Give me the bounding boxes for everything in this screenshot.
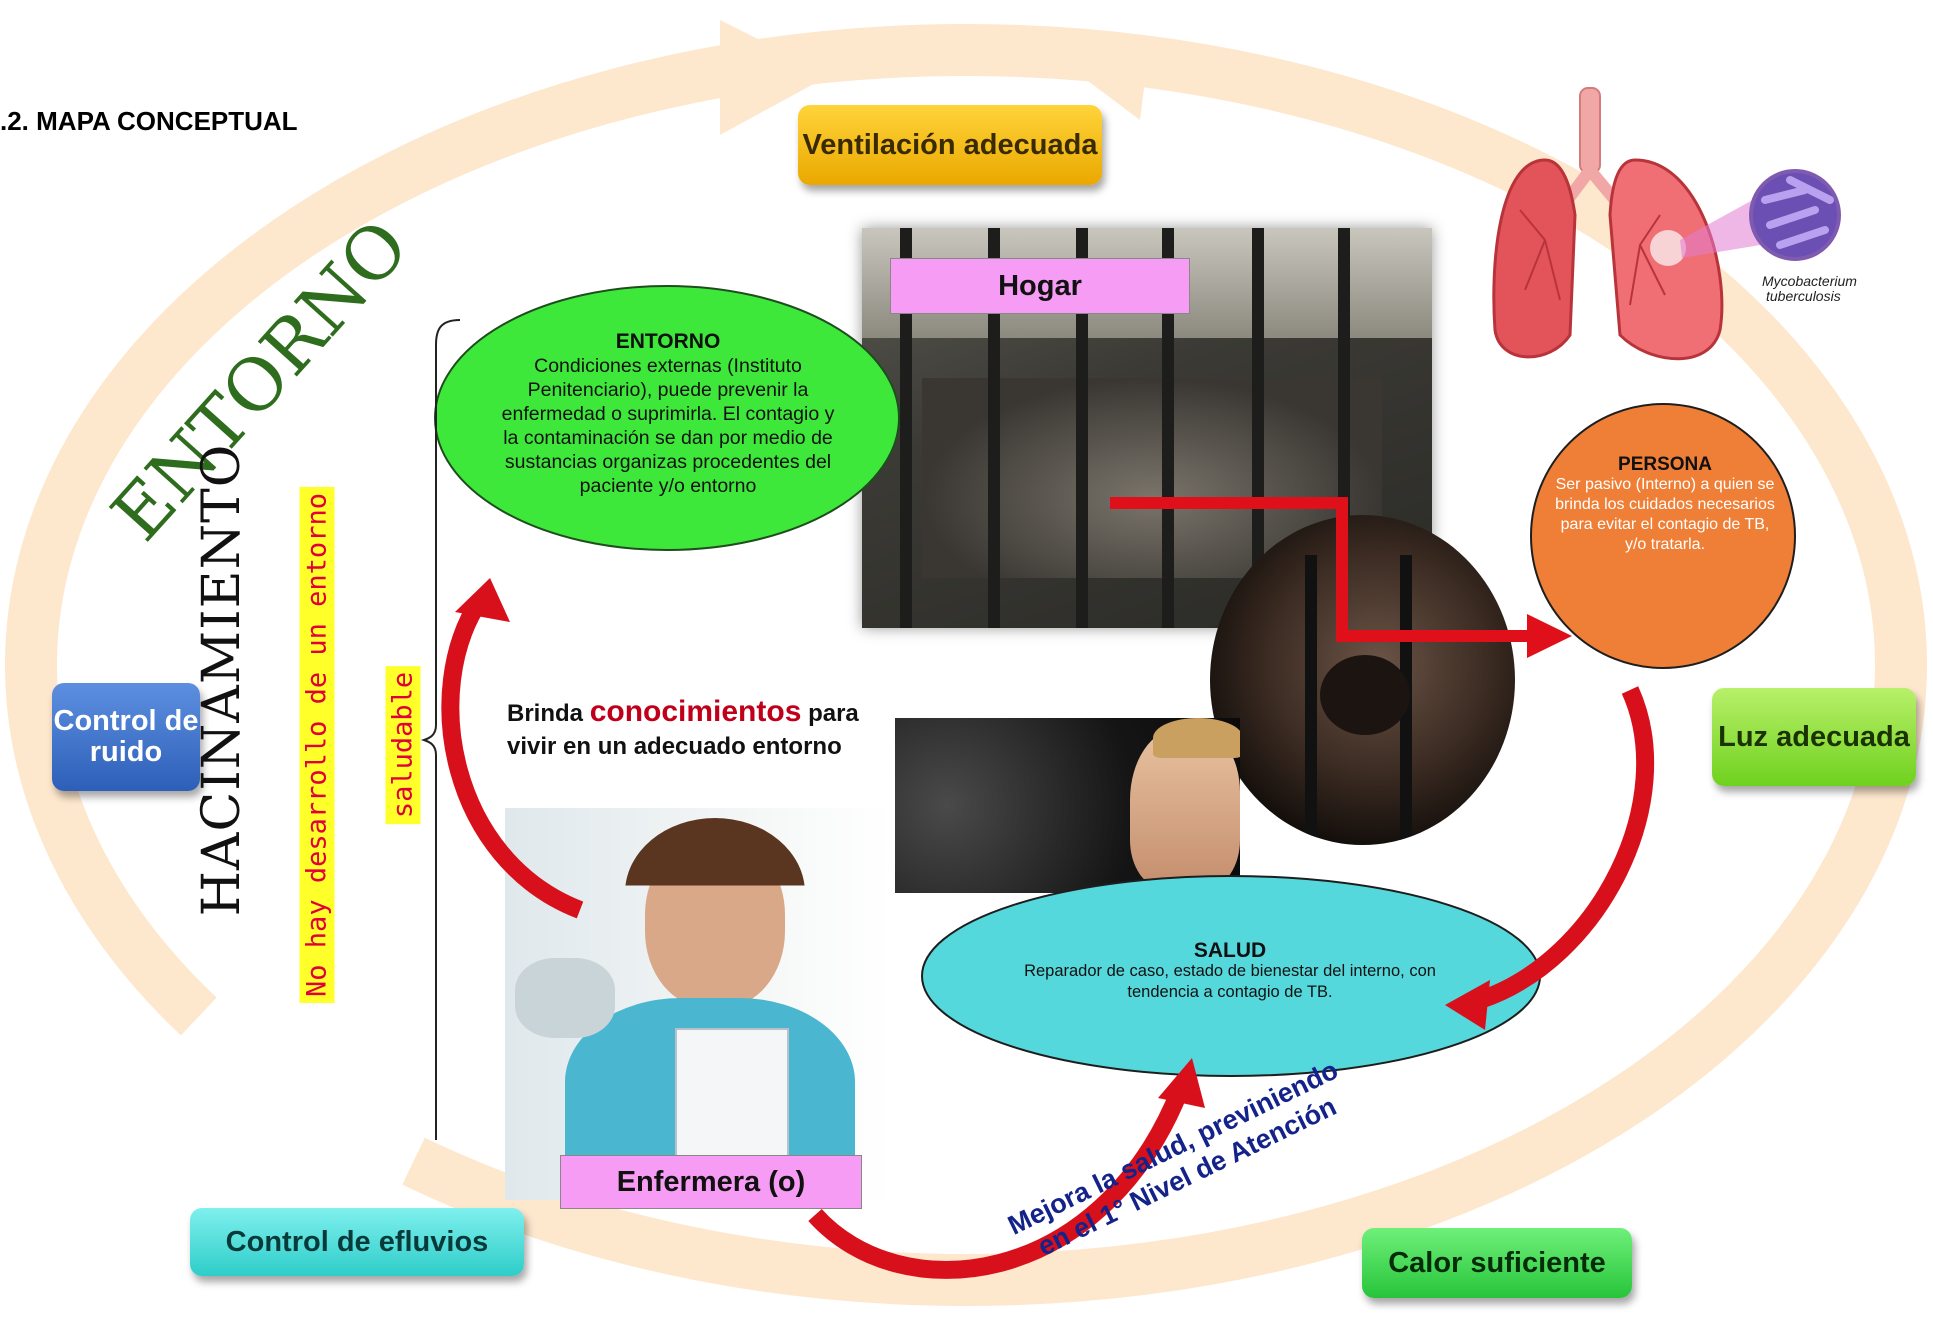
persona-title: PERSONA [1618, 454, 1712, 475]
control-ruido-pill: Control de ruido [52, 683, 200, 791]
luz-pill: Luz adecuada [1712, 688, 1916, 786]
sneeze-photo [895, 718, 1240, 893]
hacinamiento-label: HACINAMIENTO [192, 443, 252, 917]
mycobacterium-line-2: tuberculosis [1766, 288, 1841, 304]
salud-concept: SALUD Reparador de caso, estado de biene… [1020, 940, 1440, 1003]
cycle-arrowhead-top [720, 20, 830, 135]
nurse-photo [505, 808, 893, 1200]
cycle-arrowhead-top-right [1060, 40, 1150, 120]
hogar-label: Hogar [890, 258, 1190, 314]
mycobacterium-caption: Mycobacterium tuberculosis [1762, 274, 1857, 304]
brinda-pre: Brinda [507, 700, 584, 727]
mycobacterium-line-1: Mycobacterium [1762, 273, 1857, 289]
page-heading: .2. MAPA CONCEPTUAL [0, 106, 298, 136]
ventilacion-pill: Ventilación adecuada [798, 105, 1102, 185]
persona-concept: PERSONA Ser pasivo (Interno) a quien se … [1550, 455, 1780, 555]
calor-pill: Calor suficiente [1362, 1228, 1632, 1298]
control-efluvios-pill: Control de efluvios [190, 1208, 524, 1276]
brinda-post: para vivir en un adecuado entorno [507, 700, 859, 760]
entorno-body: Condiciones externas (Instituto Penitenc… [501, 355, 835, 497]
brinda-text: Brinda conocimientos para vivir en un ad… [507, 695, 907, 763]
no-hay-line-2: saludable [385, 665, 421, 825]
no-hay-line-1: No hay desarrollo de un entorno [299, 487, 335, 1003]
brinda-accent: conocimientos [589, 695, 802, 728]
prisoner-behind-bars-photo [1210, 515, 1515, 845]
persona-body: Ser pasivo (Interno) a quien se brinda l… [1555, 476, 1775, 553]
salud-title: SALUD [1193, 939, 1267, 962]
entorno-concept: ENTORNO Condiciones externas (Instituto … [498, 330, 838, 498]
salud-body: Reparador de caso, estado de bienestar d… [1024, 962, 1436, 1001]
entorno-title: ENTORNO [615, 330, 721, 353]
enfermera-label: Enfermera (o) [560, 1155, 862, 1209]
